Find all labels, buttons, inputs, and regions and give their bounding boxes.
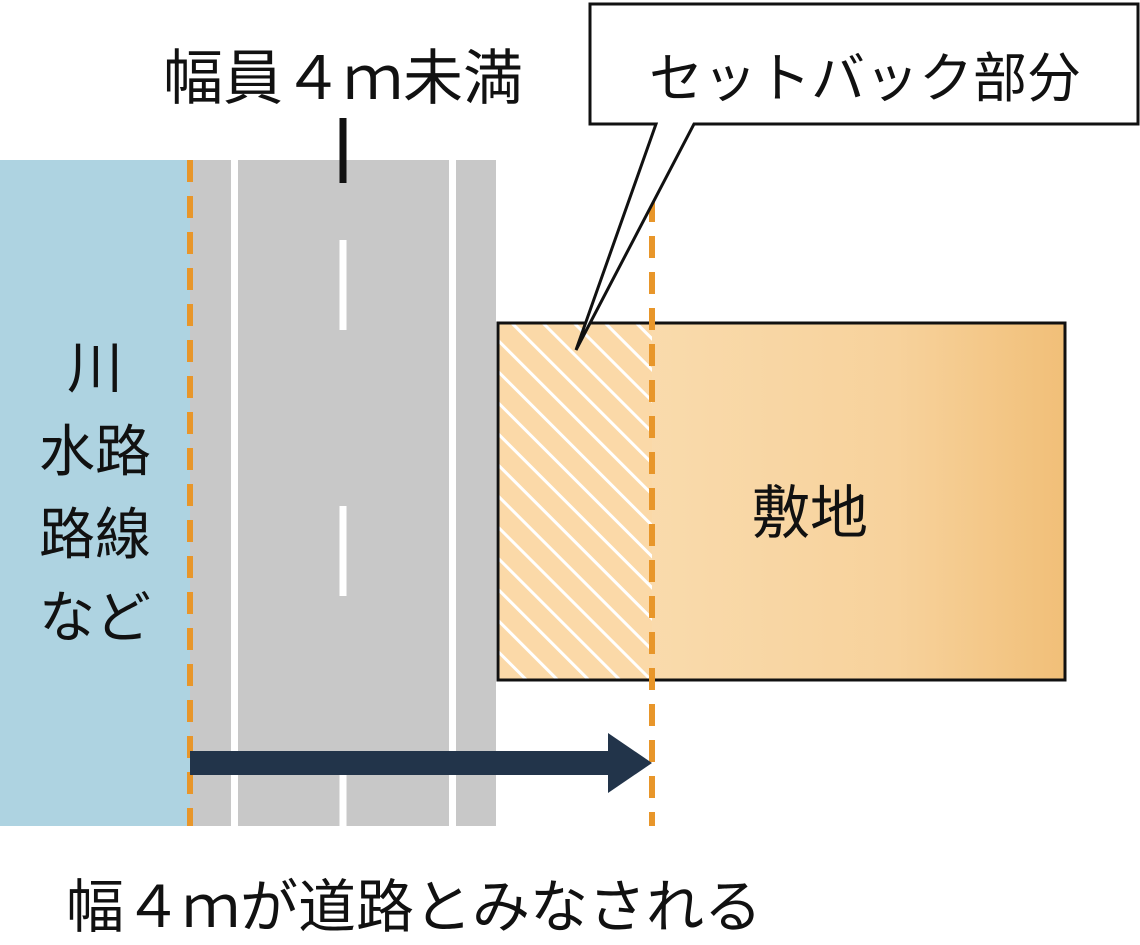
site-label: 敷地 bbox=[752, 479, 869, 547]
river-label-line: 川 bbox=[67, 337, 123, 402]
river-label-line: 路線 bbox=[39, 503, 151, 568]
river-area bbox=[0, 160, 190, 826]
river-label: 川 水路 路線 など bbox=[0, 328, 190, 660]
river-label-line: 水路 bbox=[39, 420, 151, 485]
callout-bubble bbox=[574, 2, 1140, 351]
caption: 幅４ｍが道路とみなされる bbox=[66, 873, 763, 941]
road-edge-line-right bbox=[449, 160, 456, 826]
arrow-head bbox=[608, 733, 652, 793]
arrow-shaft bbox=[190, 751, 610, 775]
river-label-line: など bbox=[39, 586, 151, 651]
setback-area bbox=[498, 323, 652, 680]
road-edge-line-left bbox=[231, 160, 238, 826]
setback-callout-label: セットバック部分 bbox=[649, 47, 1081, 110]
road-width-label: 幅員４ｍ未満 bbox=[163, 44, 523, 114]
site-outline bbox=[496, 321, 1067, 682]
